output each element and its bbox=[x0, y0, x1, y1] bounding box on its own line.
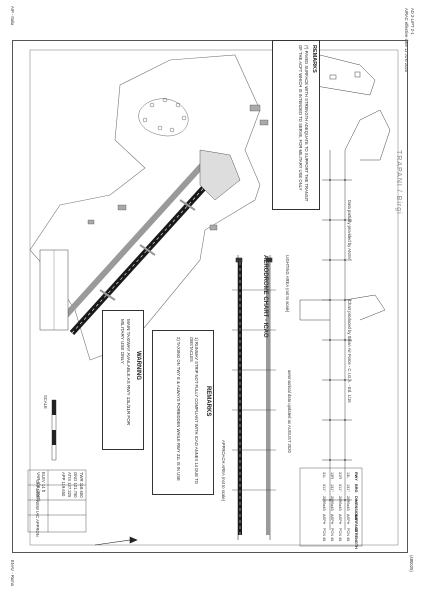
runway-centreline bbox=[71, 169, 221, 334]
approach-note: APPROACH AREA (not to scale) bbox=[221, 440, 226, 501]
taxiway-connector bbox=[139, 244, 156, 256]
lighting-schematic bbox=[235, 255, 273, 540]
table-cell: PCN 45 bbox=[322, 528, 326, 542]
remarks-title: REMARKS bbox=[205, 386, 211, 417]
approach-light-dots bbox=[329, 179, 346, 501]
remarks-top-box: REMARKS (*) PAVED SURFACE WITH STRENGTH … bbox=[272, 40, 320, 210]
table-cell: 31L bbox=[322, 472, 326, 479]
table-cell: 31R bbox=[338, 472, 342, 479]
table-cell: 2695x45 bbox=[346, 496, 350, 511]
produced-by: Chart produced by Italian Air Force - C.… bbox=[347, 300, 352, 403]
lighting-note: LIGHTING AREA (not to scale) bbox=[285, 255, 290, 313]
chart-title: AERODROME CHART - ICAO bbox=[262, 255, 268, 338]
table-cell: 311° bbox=[322, 484, 326, 492]
table-cell: ASPH bbox=[322, 514, 326, 525]
runway-table-frame bbox=[299, 467, 363, 547]
main-apron bbox=[199, 149, 241, 201]
buildings bbox=[87, 104, 269, 231]
table-cell: 131° bbox=[346, 484, 350, 492]
var-label: VAR 3°E (2020) bbox=[36, 472, 41, 502]
lighting-crossbars bbox=[232, 289, 276, 491]
remarks-top-text: (*) PAVED SURFACE WITH STRENGTH ADEQUATE… bbox=[298, 45, 310, 202]
elev-label: ELEV 14 ft bbox=[41, 472, 46, 493]
warning-box: WARNING MAIN TAXIWAY AVAILABLE AS RWY 13… bbox=[102, 310, 144, 450]
table-cell: 311° bbox=[338, 484, 342, 492]
inner-border bbox=[29, 49, 399, 546]
freq-row: APP 119.650 bbox=[61, 472, 66, 497]
apron-loop bbox=[138, 98, 189, 137]
shelters bbox=[142, 97, 187, 133]
table-cell: ASPH bbox=[338, 514, 342, 525]
runway-table: RWY BRG DIMENSIONS SURFACE STRENGTH 13L … bbox=[302, 470, 360, 549]
table-cell: PCN 45 bbox=[338, 528, 342, 542]
table-header: RWY bbox=[354, 472, 358, 481]
info-table bbox=[27, 469, 87, 533]
main-taxiway bbox=[57, 159, 208, 325]
aerodrome-chart-frame bbox=[12, 40, 408, 553]
taxiway-connector bbox=[99, 289, 116, 301]
table-cell: ASPH bbox=[346, 514, 350, 525]
table-cell: ASPH bbox=[330, 514, 334, 525]
freq-row: GND 121.750 bbox=[73, 472, 78, 498]
remarks-box: REMARKS 1) RUNWAY STRIP NOT FULLY COMPLI… bbox=[152, 330, 214, 495]
remark-2: 2) TAXIING ON TWY E & ALWAYS FORBIDDEN W… bbox=[176, 337, 181, 481]
table-cell: 13R bbox=[330, 472, 334, 479]
warning-title: WARNING bbox=[135, 351, 141, 380]
table-cell: 2695x45 bbox=[330, 496, 334, 511]
table-cell: PCN 45 bbox=[346, 528, 350, 542]
warning-text: MAIN TAXIWAY AVAILABLE AS RWY 13L/31R FO… bbox=[120, 319, 131, 426]
table-cell: 131° bbox=[330, 484, 334, 492]
table-cell: 2695x45 bbox=[322, 496, 326, 511]
airport-name: TRAPANI / Birgi bbox=[395, 150, 402, 215]
airfield-boundary bbox=[29, 54, 261, 361]
table-cell: 2695x45 bbox=[338, 496, 342, 511]
table-header: STRENGTH bbox=[354, 528, 358, 549]
approach-connector bbox=[299, 109, 391, 321]
table-header: BRG bbox=[354, 484, 358, 493]
remark-1: 1) RUNWAY STRIP NOT FULLY COMPLIANT WITH… bbox=[188, 337, 199, 484]
table-cell: PCN 45 bbox=[330, 528, 334, 542]
freq-row: TWR 118.600 bbox=[79, 472, 84, 498]
taxiway-connector bbox=[179, 199, 196, 211]
north-arrow-icon bbox=[94, 536, 138, 546]
freq-row: ATIS 127.325 bbox=[67, 472, 72, 498]
aeronautical-data: aeronautical data updated as AUGUST 2020 bbox=[287, 370, 292, 453]
table-cell: 13L bbox=[346, 472, 350, 479]
scale-bar bbox=[51, 399, 57, 461]
remarks-top-title: REMARKS bbox=[311, 45, 317, 73]
data-provided: Data partially provided by ANSV bbox=[347, 200, 352, 260]
scale-label: SCALE bbox=[43, 395, 48, 409]
